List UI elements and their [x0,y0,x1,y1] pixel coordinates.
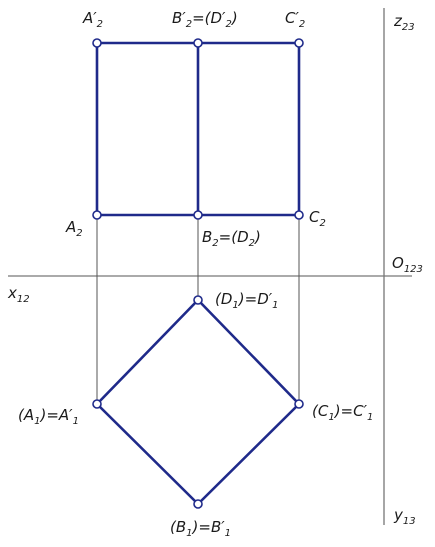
label-y13: y13 [393,506,416,527]
point-a2 [92,210,102,220]
label-d1: (D1)=D′1 [215,290,279,311]
point-b2-prime [193,38,203,48]
point-a1 [92,399,102,409]
point-d1 [193,295,203,305]
label-a1: (A1)=A′1 [18,406,79,427]
point-c1 [294,399,304,409]
label-a2-prime: A′2 [82,9,103,30]
label-c2-prime: C′2 [285,9,305,30]
point-b2 [193,210,203,220]
label-x12: x12 [7,284,30,305]
label-b1: (B1)=B′1 [170,518,231,539]
label-c1: (C1)=C′1 [312,402,373,423]
label-c2: C2 [309,208,326,229]
horizontal-projection-square [95,298,301,506]
label-z23: z23 [393,12,415,33]
label-o123: O123 [392,254,423,275]
point-b1 [193,499,203,509]
point-c2-prime [294,38,304,48]
point-c2 [294,210,304,220]
label-b2-prime: B′2=(D′2) [172,9,238,30]
label-b2: B2=(D2) [202,228,261,249]
label-a2: A2 [65,218,83,239]
point-a2-prime [92,38,102,48]
